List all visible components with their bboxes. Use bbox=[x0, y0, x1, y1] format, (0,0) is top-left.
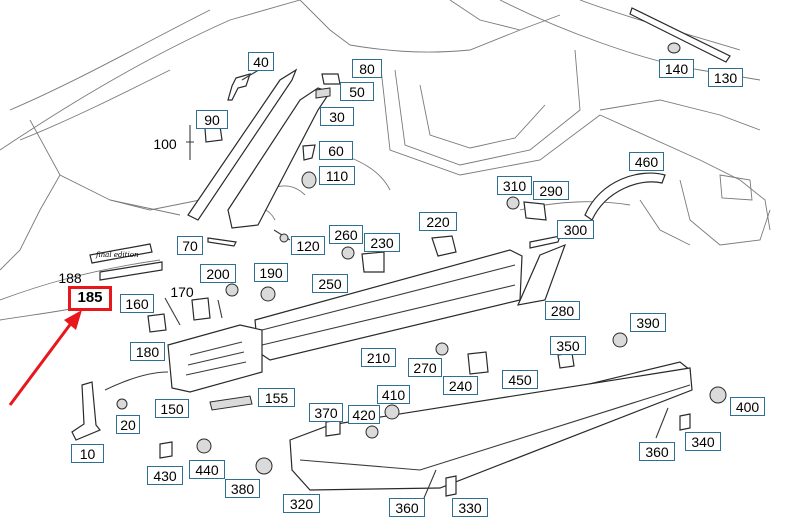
clip-430[interactable] bbox=[159, 441, 173, 459]
clip-160[interactable] bbox=[147, 313, 167, 333]
label-370[interactable]: 370 bbox=[309, 403, 343, 422]
label-190[interactable]: 190 bbox=[254, 263, 288, 282]
label-30[interactable]: 30 bbox=[320, 107, 354, 126]
label-60[interactable]: 60 bbox=[319, 141, 353, 160]
label-330[interactable]: 330 bbox=[452, 498, 488, 517]
label-420[interactable]: 420 bbox=[348, 405, 380, 424]
label-120[interactable]: 120 bbox=[291, 236, 325, 255]
a-pillar-trim-30[interactable] bbox=[227, 87, 331, 229]
label-130[interactable]: 130 bbox=[708, 68, 743, 87]
callout-arrow bbox=[8, 310, 82, 406]
clip-340[interactable] bbox=[679, 413, 691, 431]
rocker-panel-320[interactable] bbox=[289, 367, 693, 491]
rear-trim-280[interactable] bbox=[516, 243, 567, 306]
label-300[interactable]: 300 bbox=[557, 220, 594, 239]
screw-400[interactable] bbox=[709, 386, 727, 404]
label-80[interactable]: 80 bbox=[352, 59, 382, 78]
grommet-110[interactable] bbox=[301, 171, 317, 189]
label-280[interactable]: 280 bbox=[545, 301, 580, 320]
screw-270[interactable] bbox=[435, 342, 449, 356]
label-360-right[interactable]: 360 bbox=[639, 442, 675, 461]
label-290[interactable]: 290 bbox=[533, 181, 569, 200]
label-170[interactable]: 170 bbox=[170, 284, 194, 300]
clip-170[interactable] bbox=[191, 297, 211, 321]
clip-220[interactable] bbox=[431, 235, 457, 257]
screw-420[interactable] bbox=[365, 425, 379, 439]
label-350[interactable]: 350 bbox=[550, 336, 586, 355]
door-trim-250[interactable] bbox=[254, 249, 523, 361]
screw-190[interactable] bbox=[260, 286, 276, 302]
clip-240[interactable] bbox=[467, 351, 489, 375]
clip-20[interactable] bbox=[116, 398, 128, 410]
label-410[interactable]: 410 bbox=[377, 385, 410, 404]
a-pillar-trim-40[interactable] bbox=[187, 68, 298, 221]
clip-80[interactable] bbox=[321, 73, 341, 85]
clip-310[interactable] bbox=[506, 196, 520, 210]
label-100[interactable]: 100 bbox=[153, 136, 177, 152]
badge-185[interactable] bbox=[99, 261, 163, 281]
strip-155[interactable] bbox=[209, 395, 253, 411]
clip-330[interactable] bbox=[445, 475, 457, 497]
badge-188[interactable] bbox=[89, 243, 153, 264]
label-250[interactable]: 250 bbox=[312, 274, 348, 293]
badge-text: final edition bbox=[95, 251, 139, 259]
label-230[interactable]: 230 bbox=[364, 233, 400, 252]
label-440[interactable]: 440 bbox=[189, 460, 225, 479]
label-340[interactable]: 340 bbox=[685, 432, 721, 451]
grommet-260[interactable] bbox=[341, 246, 355, 260]
label-210[interactable]: 210 bbox=[361, 348, 396, 367]
rear-trim-300[interactable] bbox=[529, 235, 561, 249]
label-90[interactable]: 90 bbox=[196, 110, 228, 129]
label-110[interactable]: 110 bbox=[319, 166, 355, 185]
label-270[interactable]: 270 bbox=[408, 358, 442, 377]
bracket-10[interactable] bbox=[71, 381, 101, 441]
clip-70[interactable] bbox=[207, 237, 237, 247]
screw-440[interactable] bbox=[196, 438, 212, 454]
label-10[interactable]: 10 bbox=[71, 444, 104, 463]
clip-50[interactable] bbox=[315, 87, 331, 99]
car-body-outline bbox=[0, 0, 771, 321]
grommet-410[interactable] bbox=[384, 404, 400, 420]
label-400[interactable]: 400 bbox=[730, 397, 765, 416]
screw-390[interactable] bbox=[612, 332, 628, 348]
screw-380[interactable] bbox=[255, 457, 273, 475]
label-320[interactable]: 320 bbox=[283, 494, 320, 513]
label-310[interactable]: 310 bbox=[497, 176, 532, 195]
clip-150-line bbox=[104, 371, 169, 391]
label-20[interactable]: 20 bbox=[116, 415, 140, 434]
label-360-bottom[interactable]: 360 bbox=[389, 498, 425, 517]
label-155[interactable]: 155 bbox=[258, 388, 295, 407]
label-160[interactable]: 160 bbox=[120, 294, 154, 313]
label-460[interactable]: 460 bbox=[629, 152, 664, 171]
label-450[interactable]: 450 bbox=[502, 370, 538, 389]
rear-strip-130[interactable] bbox=[629, 7, 731, 63]
label-240[interactable]: 240 bbox=[443, 376, 478, 395]
clip-290[interactable] bbox=[523, 201, 547, 221]
clip-40[interactable] bbox=[227, 73, 251, 101]
label-188[interactable]: 188 bbox=[58, 270, 82, 286]
label-390[interactable]: 390 bbox=[630, 313, 666, 332]
pin-360b[interactable] bbox=[423, 469, 437, 499]
label-140[interactable]: 140 bbox=[659, 59, 694, 78]
screw-200[interactable] bbox=[225, 283, 239, 297]
label-70[interactable]: 70 bbox=[177, 236, 203, 255]
label-50[interactable]: 50 bbox=[340, 82, 374, 101]
label-260[interactable]: 260 bbox=[329, 225, 363, 244]
label-200[interactable]: 200 bbox=[200, 264, 236, 283]
label-220[interactable]: 220 bbox=[419, 212, 457, 231]
clip-230[interactable] bbox=[361, 251, 385, 273]
clip-140[interactable] bbox=[667, 42, 681, 54]
label-180[interactable]: 180 bbox=[130, 342, 165, 361]
label-430[interactable]: 430 bbox=[147, 466, 183, 485]
pin-360a[interactable] bbox=[655, 407, 669, 439]
wheel-arch-460[interactable] bbox=[584, 172, 666, 221]
pin-100[interactable] bbox=[186, 125, 194, 160]
label-40[interactable]: 40 bbox=[248, 52, 274, 71]
label-380[interactable]: 380 bbox=[225, 479, 260, 498]
label-150[interactable]: 150 bbox=[155, 399, 189, 418]
clip-60[interactable] bbox=[302, 144, 316, 161]
label-185-highlighted[interactable]: 185 bbox=[68, 286, 112, 311]
